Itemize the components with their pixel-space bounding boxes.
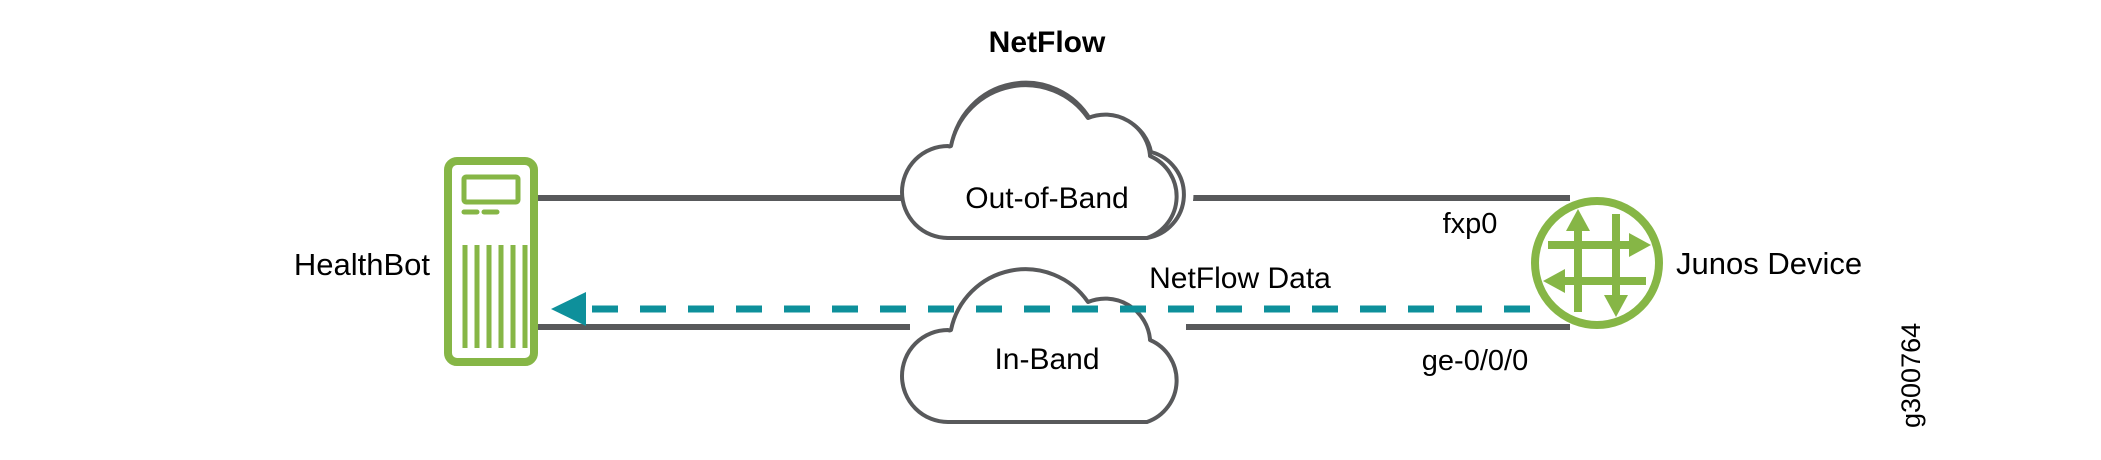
router-arrow-right-icon (1548, 233, 1651, 257)
interface-label-ge-0-0-0: ge-0/0/0 (1422, 345, 1528, 377)
healthbot-label: HealthBot (294, 247, 431, 282)
cloud-out-of-band: Out-of-Band (900, 80, 1194, 240)
interface-label-fxp0: fxp0 (1443, 208, 1498, 240)
router-arrow-left-icon (1543, 269, 1646, 293)
watermark-figure-id: g300764 (1896, 323, 1926, 428)
server-display (461, 174, 521, 205)
cloud-out-of-band-label: Out-of-Band (965, 182, 1128, 215)
cloud-in-band-shape (900, 267, 1179, 424)
cloud-in-band-label: In-Band (994, 343, 1099, 376)
router-circle (1531, 197, 1663, 329)
server-icon (444, 157, 538, 366)
netflow-arrowhead-icon (551, 292, 586, 326)
server-vents (462, 245, 528, 348)
router-arrow-down-icon (1604, 214, 1628, 317)
cloud-in-band: In-Band (900, 267, 1179, 424)
netflow-data-label: NetFlow Data (1149, 262, 1331, 295)
junos-device-label: Junos Device (1676, 246, 1862, 281)
router-arrow-up-icon (1566, 209, 1590, 312)
netflow-data-flow: NetFlow Data (551, 262, 1530, 326)
diagram-title: NetFlow (989, 26, 1106, 59)
router-icon (1531, 197, 1663, 329)
